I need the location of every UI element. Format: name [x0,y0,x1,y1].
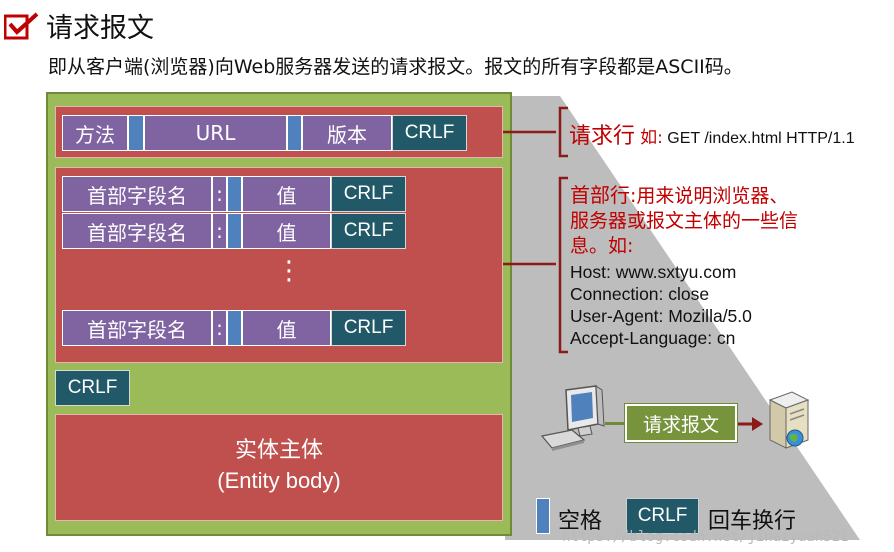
entity-body-box [55,414,503,521]
watermark: https://blog.csdn.net/jinaiyuan521 [562,529,849,545]
header-value-cell: 值 [242,176,331,212]
url-cell: URL [144,115,287,151]
header-example-accept-language: Accept-Language: cn [570,328,736,348]
request-line-example: 如: GET /index.html HTTP/1.1 [640,128,855,148]
page-subtitle: 即从客户端(浏览器)向Web服务器发送的请求报文。报文的所有字段都是ASCII码… [48,56,743,78]
colon-cell: : [212,176,227,212]
request-line-callout: 请求行 如: GET /index.html HTTP/1.1 [569,118,855,150]
space-cell [287,115,302,151]
crlf-cell: CRLF [331,310,406,346]
header-example-connection: Connection: close [570,284,710,304]
arrow-right-icon [738,417,763,431]
crlf-cell: CRLF [331,213,406,249]
space-cell [227,310,242,346]
checkbox-icon [4,12,39,40]
header-field-name-cell: 首部字段名 [62,213,212,249]
entity-body-label: 实体主体 (Entity body) [55,436,503,496]
entity-body-line1: 实体主体 [234,438,323,463]
header-lines-callout: 首部行:用来说明浏览器、 服务器或报文主体的一些信 息。如: [570,183,798,259]
legend-space-label: 空格 [558,509,603,534]
header-example-user-agent: User-Agent: Mozilla/5.0 [570,306,752,326]
method-cell: 方法 [62,115,128,151]
header-value-cell: 值 [242,213,331,249]
header-value-cell: 值 [242,310,331,346]
blank-line-crlf-cell: CRLF [55,370,130,406]
page-title: 请求报文 [46,13,154,44]
flow-line [605,422,625,425]
header-lines-desc1: :用来说明浏览器、 [630,185,789,207]
computer-icon [540,385,605,451]
header-example-host: Host: www.sxtyu.com [570,262,737,282]
header-field-name-cell: 首部字段名 [62,310,212,346]
header-lines-label: 首部行 [570,183,630,207]
space-cell [227,176,242,212]
version-cell: 版本 [302,115,392,151]
entity-body-line2: (Entity body) [217,468,341,493]
colon-cell: : [212,213,227,249]
header-lines-desc3: 息。如: [570,235,634,257]
crlf-cell: CRLF [392,115,467,151]
header-lines-desc2: 服务器或报文主体的一些信 [570,210,799,232]
crlf-cell: CRLF [331,176,406,212]
legend-space-swatch [536,498,550,534]
space-cell [128,115,144,151]
request-line-label: 请求行 [569,124,636,149]
request-message-box: 请求报文 [624,403,738,443]
server-icon [768,391,810,449]
legend-crlf-label: 回车换行 [708,509,797,534]
colon-cell: : [212,310,227,346]
legend-crlf-box: CRLF [626,498,699,534]
header-field-name-cell: 首部字段名 [62,176,212,212]
space-cell [227,213,242,249]
